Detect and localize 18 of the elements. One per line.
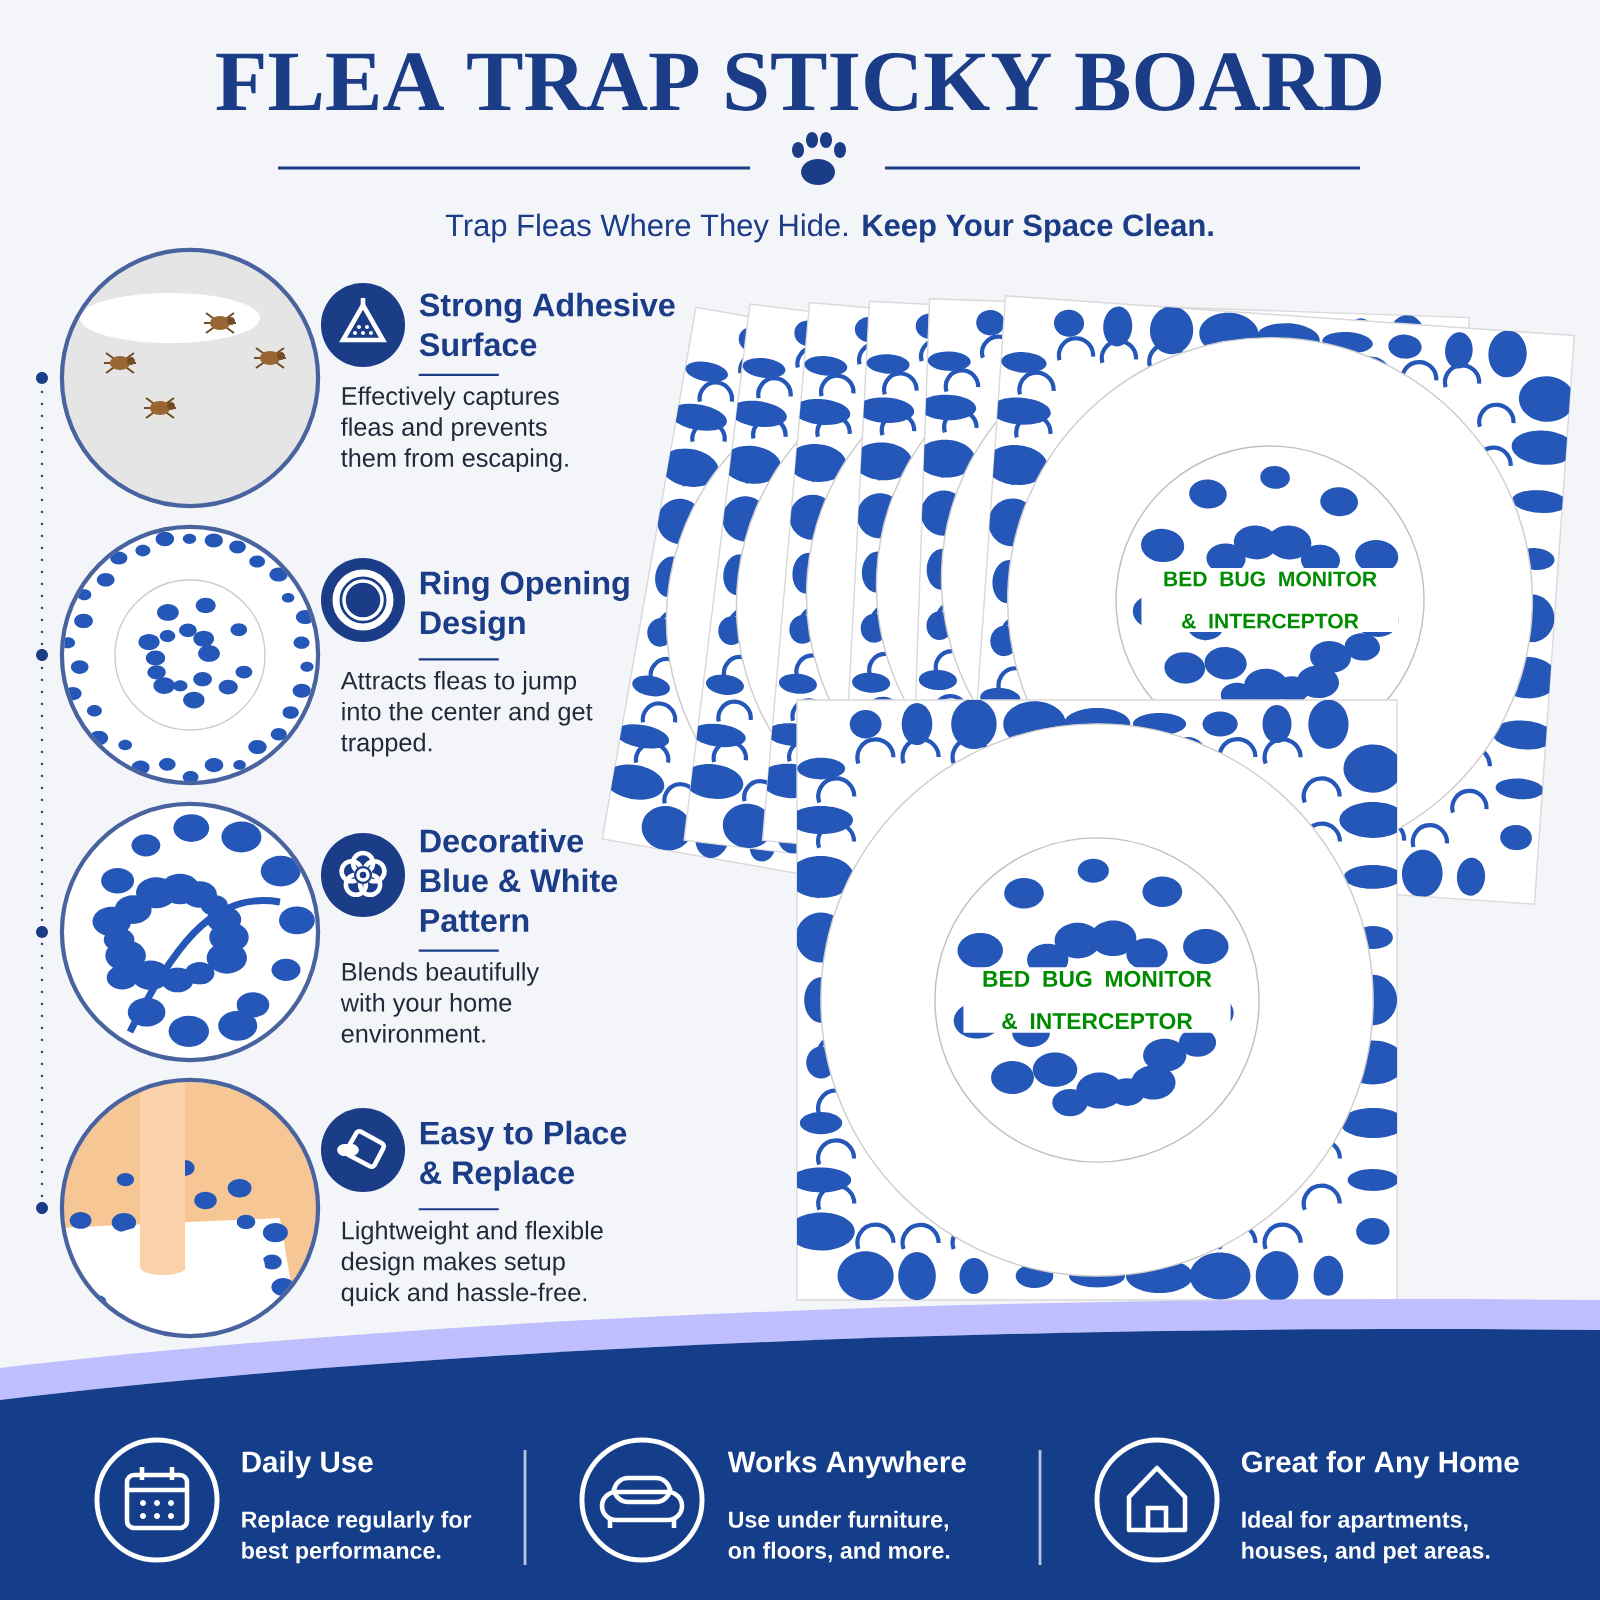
feature-heading: Easy to Place & Replace [420,1120,627,1191]
feature-text: Effectively captures fleas and prevents them from escaping. [341,386,568,472]
subtitle: Trap Fleas Where They Hide. Keep Your Space Clean. [445,213,1213,243]
feature-heading: Great for Any Home [1241,1450,1519,1479]
feature-heading: Ring Opening Design [420,570,629,641]
feature-text: Blends beautifully with your home environment. [340,962,540,1043]
feature-text: Ideal for apartments, houses, and pet areas. [1242,1510,1490,1564]
board-text: BED BUG MONITOR & INTERCEPTOR [983,970,1212,1030]
feature-text: Use under furniture, on floors, and more. [728,1510,950,1563]
board-text: BED BUG MONITOR & INTERCEPTOR [1164,571,1377,629]
feature-text: Replace regularly for best performance. [242,1510,472,1564]
feature-heading: Daily Use [242,1450,373,1479]
title: FLEA TRAP STICKY BOARD [216,53,1381,111]
feature-heading: Strong Adhesive Surface [419,292,675,357]
feature-heading: Decorative Blue & White Pattern [420,828,618,932]
feature-heading: Works Anywhere [727,1450,966,1479]
feature-text: Attracts fleas to jump into the center and get trapped. [340,670,593,757]
feature-text: Lightweight and flexible design makes setup quick and hassle-free. [341,1220,603,1307]
